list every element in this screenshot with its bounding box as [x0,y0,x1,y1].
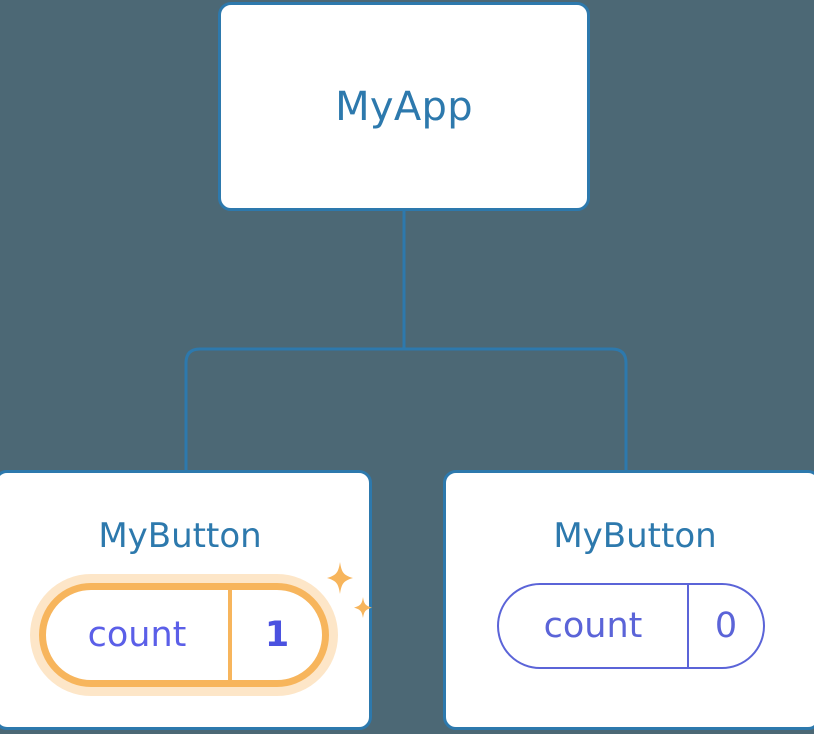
state-pill-left[interactable]: count 1 [39,583,329,687]
state-pill-right-wrapper: count 0 [497,583,765,669]
node-mybutton-right[interactable]: MyButton count 0 [443,470,814,730]
node-mybutton-left[interactable]: MyButton count 1 [0,470,372,730]
state-pill-right-key: count [499,585,689,667]
node-mybutton-right-label: MyButton [553,516,717,556]
state-pill-right[interactable]: count 0 [497,583,765,669]
state-pill-left-key: count [46,590,232,680]
node-myapp-label: MyApp [335,83,473,130]
node-mybutton-left-content: MyButton count 1 [0,473,369,727]
node-myapp[interactable]: MyApp [218,2,590,211]
node-mybutton-right-content: MyButton count 0 [446,473,814,727]
edge-to-left-child [184,347,404,472]
state-pill-right-value: 0 [714,605,738,646]
edge-to-right-child [404,347,628,472]
node-mybutton-left-label: MyButton [98,516,262,556]
state-pill-left-value: 1 [264,614,290,655]
state-pill-left-wrapper: count 1 [39,583,329,687]
